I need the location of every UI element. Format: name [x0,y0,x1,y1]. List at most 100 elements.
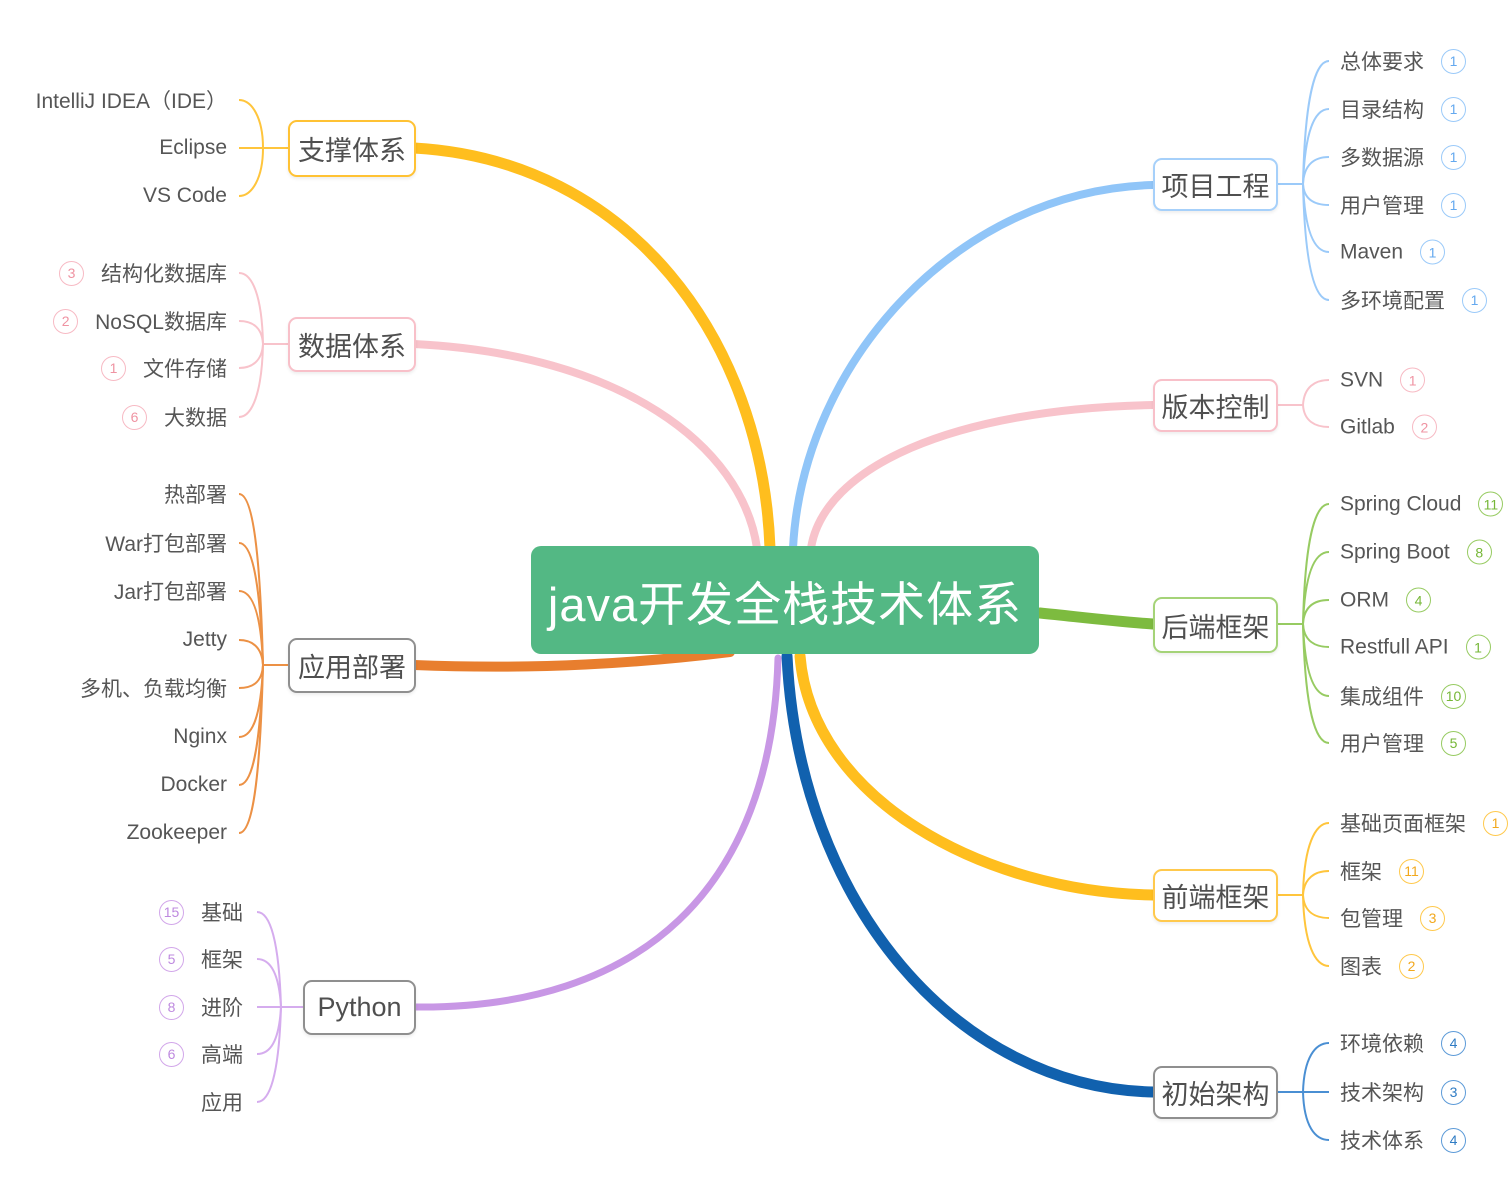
main-branches [408,142,1159,1098]
node-frontend-framework-item[interactable]: 框架 11 [1340,856,1424,886]
connector [238,147,264,197]
node-docker[interactable]: Docker [160,773,227,797]
branch-box-python[interactable]: Python [303,980,416,1035]
connector [238,320,264,345]
branch-line-python [412,654,782,1011]
count-badge: 1 [1420,239,1446,265]
branch-box-support-system[interactable]: 支撑体系 [288,120,416,177]
node-label: 目录结构 [1340,99,1424,122]
node-python-basic[interactable]: 15 基础 [159,897,243,927]
node-label: VS Code [142,184,227,207]
node-war-deploy[interactable]: War打包部署 [105,528,227,558]
connector [1302,404,1330,428]
count-badge: 2 [1411,414,1437,440]
connector [238,343,264,369]
node-load-balance[interactable]: 多机、负载均衡 [80,673,227,703]
branch-line-support-system [408,142,776,554]
node-label: 多机、负载均衡 [80,678,227,701]
node-label: Jetty [182,628,227,651]
node-label: 应用 [201,1092,243,1115]
node-label: 技术体系 [1340,1130,1424,1153]
connector [1302,623,1330,648]
connector [238,99,264,149]
branch-box-app-deployment[interactable]: 应用部署 [288,638,416,693]
backend-framework-connectors [1276,503,1330,744]
node-label: War打包部署 [105,533,227,556]
count-badge: 10 [1441,683,1466,709]
node-label: NoSQL数据库 [95,311,227,334]
connector [256,1006,282,1103]
node-maven[interactable]: Maven 1 [1340,239,1446,265]
node-zookeeper[interactable]: Zookeeper [127,821,227,845]
node-label: Jar打包部署 [113,581,227,604]
branch-box-frontend-framework[interactable]: 前端框架 [1153,869,1278,922]
branch-box-initial-architecture[interactable]: 初始架构 [1153,1066,1278,1119]
center-topic[interactable]: java开发全栈技术体系 [531,546,1039,654]
branch-box-backend-framework[interactable]: 后端框架 [1153,597,1278,653]
node-label: Nginx [173,725,227,748]
node-label: Eclipse [159,136,227,159]
node-label: 框架 [1340,861,1382,884]
node-jetty[interactable]: Jetty [183,628,227,652]
node-label: Maven [1340,240,1404,263]
node-label: Spring Boot [1340,540,1450,563]
node-label: Restfull API [1340,635,1449,658]
node-label: 用户管理 [1340,733,1424,756]
node-jar-deploy[interactable]: Jar打包部署 [114,576,227,606]
connector [1302,1042,1330,1093]
node-hot-deploy[interactable]: 热部署 [164,479,227,509]
project-engineering-connectors [1276,60,1330,301]
branch-box-data-system[interactable]: 数据体系 [288,317,416,372]
count-badge: 11 [1399,858,1424,884]
count-badge: 15 [159,899,184,925]
version-control-connectors [1276,379,1330,428]
node-label: 基础 [201,902,243,925]
node-label: 多环境配置 [1340,290,1445,313]
node-label: 框架 [201,949,243,972]
node-eclipse[interactable]: Eclipse [159,136,227,160]
connector [1302,870,1330,896]
branch-box-version-control[interactable]: 版本控制 [1153,379,1278,432]
node-nginx[interactable]: Nginx [173,725,227,749]
connector [1302,599,1330,625]
connector [1302,156,1330,185]
node-python-application[interactable]: 应用 [201,1087,243,1117]
branch-line-version-control [807,401,1157,552]
branch-line-data-system [410,340,761,552]
connector [238,664,264,786]
branch-box-project-engineering[interactable]: 项目工程 [1153,158,1278,211]
node-vscode[interactable]: VS Code [143,184,227,208]
count-badge: 1 [1400,367,1426,393]
node-python-framework[interactable]: 5 框架 [159,944,243,974]
connector [1302,894,1330,967]
count-badge: 5 [159,946,184,972]
connector [256,1006,282,1055]
node-intellij-idea[interactable]: IntelliJ IDEA（IDE） [36,85,227,115]
